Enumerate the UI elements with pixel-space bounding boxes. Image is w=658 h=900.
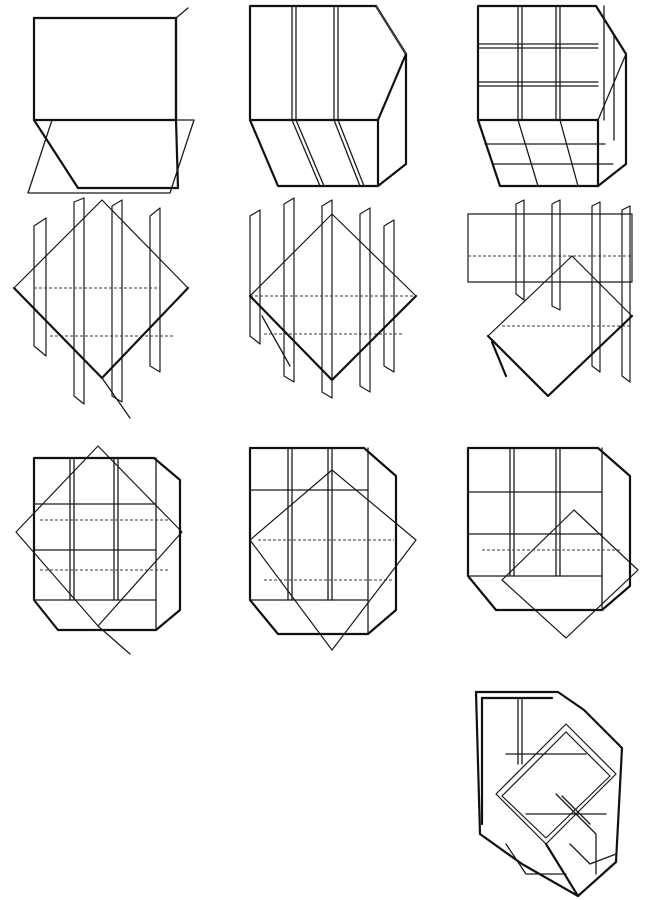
panel-frame-c xyxy=(462,440,642,660)
panel-planes-c xyxy=(462,196,642,426)
panel-final-assembly xyxy=(466,684,646,900)
panel-frame-a xyxy=(10,440,190,660)
panel-planes-a xyxy=(10,196,190,426)
panel-planes-b xyxy=(244,196,424,426)
panel-frame-b xyxy=(244,440,424,660)
panel-cube-grid xyxy=(476,4,636,194)
panel-cube xyxy=(28,8,188,198)
panel-cube-vertical-slices xyxy=(248,4,408,194)
